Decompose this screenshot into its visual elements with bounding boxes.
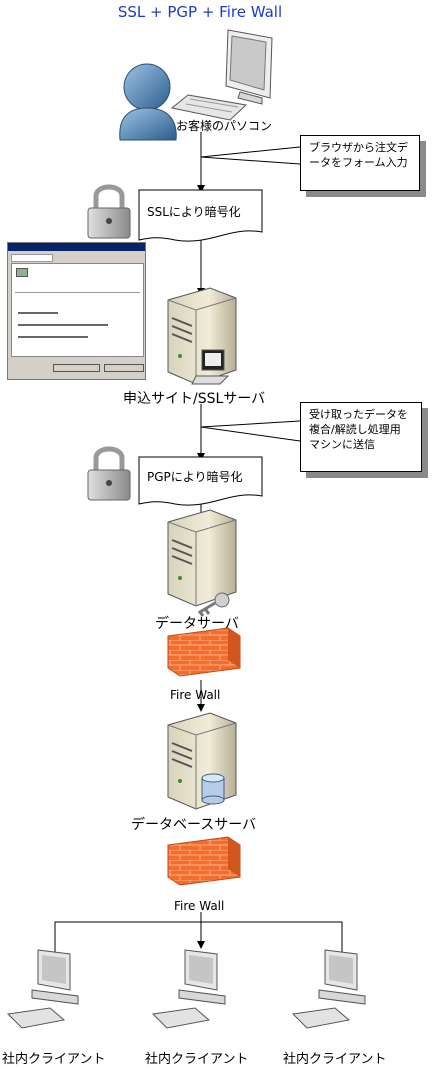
database-icon xyxy=(201,773,225,805)
key-icon xyxy=(197,592,230,617)
database-server-label: データベースサーバ xyxy=(131,817,257,833)
client-pc-icon xyxy=(6,949,79,1029)
lock-icon xyxy=(87,446,131,501)
note-line: ブラウザから注文デ xyxy=(309,141,408,154)
certificate-icon xyxy=(16,268,28,277)
lock-icon xyxy=(87,184,131,239)
client-pc-icon xyxy=(151,949,226,1029)
note-browser-input: ブラウザから注文デ ータをフォーム入力 xyxy=(300,135,420,191)
client-label: 社内クライアント xyxy=(2,1052,106,1067)
client-pc-icon xyxy=(291,949,366,1029)
note-connector xyxy=(200,426,301,442)
customer-pc-label: お客様のパソコン xyxy=(176,119,273,133)
client-label: 社内クライアント xyxy=(145,1052,249,1067)
server-icon xyxy=(167,509,237,607)
monitor-icon xyxy=(191,349,230,385)
page-title: SSL + PGP + Fire Wall xyxy=(117,3,283,21)
note-connector xyxy=(200,156,301,165)
dialog-field xyxy=(18,312,58,314)
pgp-flag-text: PGPにより暗号化 xyxy=(147,470,243,484)
client-connector xyxy=(54,921,343,958)
ssl-flag-shape xyxy=(138,189,263,242)
note-connector xyxy=(200,146,301,158)
firewall-label: Fire Wall xyxy=(174,899,225,913)
firewall-icon xyxy=(167,836,241,886)
dialog-titlebar xyxy=(8,243,145,251)
pgp-flag-shape xyxy=(138,456,263,506)
firewall-icon xyxy=(167,627,241,677)
dialog-content xyxy=(11,263,144,357)
dialog-field xyxy=(18,324,108,326)
firewall-label: Fire Wall xyxy=(170,688,221,702)
dialog-divider xyxy=(15,292,140,293)
client-label: 社内クライアント xyxy=(283,1052,387,1067)
dialog-button xyxy=(53,364,100,372)
app-server-label: 申込サイト/SSLサーバ xyxy=(123,391,266,407)
person-icon xyxy=(119,63,177,141)
note-connector xyxy=(200,420,301,428)
keyboard-icon xyxy=(170,94,248,121)
note-line: マシンに送信 xyxy=(309,438,375,451)
note-line: 複合/解読し処理用 xyxy=(309,423,401,436)
note-line: 受け取ったデータを xyxy=(309,408,408,421)
note-line: ータをフォーム入力 xyxy=(309,156,408,169)
dialog-button xyxy=(104,364,144,372)
monitor-icon xyxy=(225,29,273,105)
certificate-dialog xyxy=(7,242,146,380)
dialog-tabs xyxy=(11,254,53,262)
data-server-label: データサーバ xyxy=(155,616,239,632)
ssl-flag-text: SSLにより暗号化 xyxy=(147,205,241,219)
note-decrypt-send: 受け取ったデータを 複合/解読し処理用 マシンに送信 xyxy=(300,402,422,472)
dialog-field xyxy=(18,336,88,338)
